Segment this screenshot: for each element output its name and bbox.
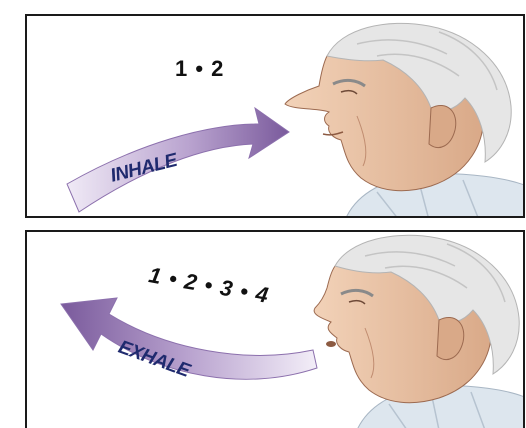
inhale-panel: 1 • 2 INHALE bbox=[25, 14, 525, 218]
inhale-illustration bbox=[27, 16, 525, 218]
inhale-arrow bbox=[67, 108, 289, 212]
inhale-count-label: 1 • 2 bbox=[175, 56, 224, 82]
exhale-illustration bbox=[27, 232, 525, 428]
exhale-panel: 1 • 2 • 3 • 4 EXHALE bbox=[25, 230, 525, 428]
